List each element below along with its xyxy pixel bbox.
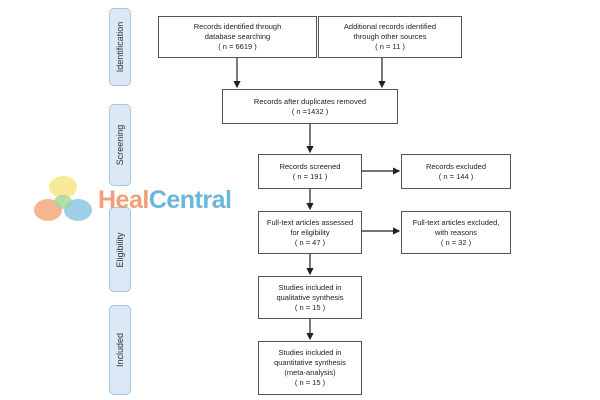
stage-identification: Identification — [109, 8, 131, 86]
healcentral-wordmark: HealCentral — [98, 186, 232, 214]
box-database-searching: Records identified through database sear… — [158, 16, 317, 58]
stage-eligibility: Eligibility — [109, 207, 131, 292]
healcentral-watermark: HealCentral — [30, 172, 280, 232]
box-records-excluded: Records excluded ( n = 144 ) — [401, 154, 511, 189]
box-other-sources: Additional records identified through ot… — [318, 16, 462, 58]
box-quantitative-synthesis: Studies included in quantitative synthes… — [258, 341, 362, 395]
healcentral-logo-icon — [34, 176, 92, 221]
stage-screening: Screening — [109, 104, 131, 186]
stage-included: Included — [109, 305, 131, 395]
box-after-duplicates: Records after duplicates removed ( n =14… — [222, 89, 398, 124]
box-fulltext-assessed: Full-text articles assessed for eligibil… — [258, 211, 362, 254]
box-records-screened: Records screened ( n = 191 ) — [258, 154, 362, 189]
box-qualitative-synthesis: Studies included in qualitative synthesi… — [258, 276, 362, 319]
box-fulltext-excluded: Full-text articles excluded, with reason… — [401, 211, 511, 254]
